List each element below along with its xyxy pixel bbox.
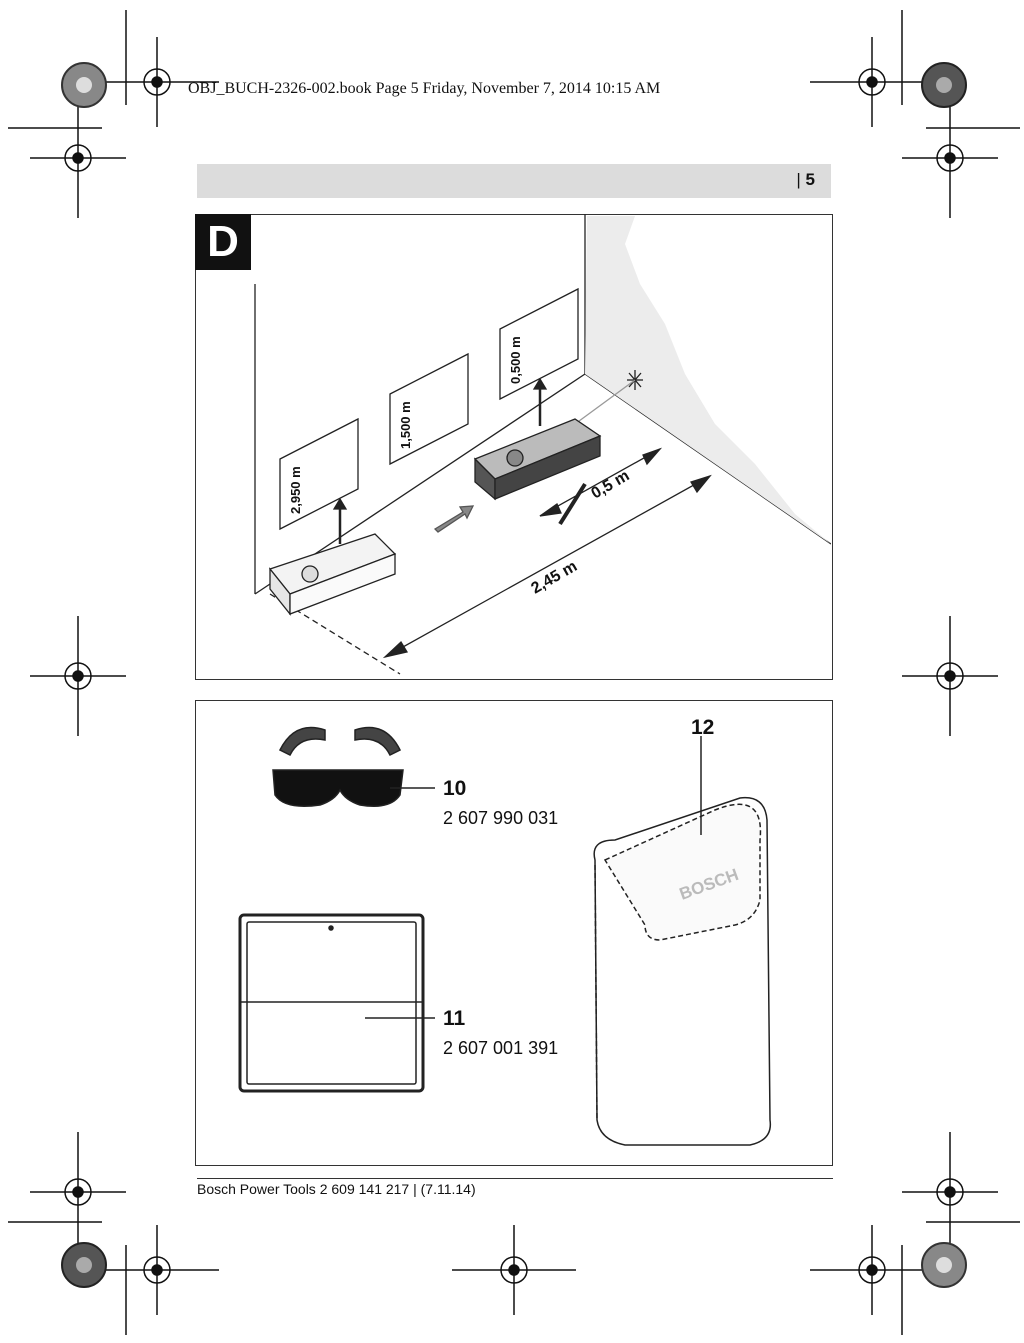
rangefinder-device-icon bbox=[473, 418, 602, 501]
protective-pouch-icon bbox=[593, 736, 772, 1146]
page-number: 5 bbox=[796, 170, 815, 190]
part-number-11: 2 607 001 391 bbox=[443, 1038, 559, 1058]
display-reading: 0,500 m bbox=[508, 336, 523, 384]
figure-d-badge: D bbox=[195, 214, 251, 270]
rangefinder-device-icon bbox=[268, 533, 397, 616]
display-panel-icon bbox=[389, 352, 469, 466]
part-number-10: 2 607 990 031 bbox=[443, 808, 559, 828]
display-reading: 1,500 m bbox=[398, 401, 413, 449]
callout-10: 10 bbox=[443, 777, 467, 800]
dimension-long-label: 2,45 m bbox=[529, 558, 581, 598]
accessories-illustration: BOSCH bbox=[238, 726, 772, 1146]
page-header-band: 5 bbox=[197, 164, 831, 198]
page-footer: Bosch Power Tools 2 609 141 217 | (7.11.… bbox=[197, 1181, 476, 1197]
callout-11: 11 bbox=[443, 1007, 466, 1030]
callout-12: 12 bbox=[691, 716, 715, 739]
display-panel-icon bbox=[499, 287, 579, 401]
laser-glasses-icon bbox=[272, 726, 435, 807]
footer-rule bbox=[197, 1178, 833, 1179]
display-reading: 2,950 m bbox=[288, 466, 303, 514]
figure-d-illustration: 2,950 m 1,500 m 0,500 m 2,45 m 0,5 m bbox=[254, 214, 831, 675]
print-header: OBJ_BUCH-2326-002.book Page 5 Friday, No… bbox=[188, 80, 661, 97]
dimension-short-label: 0,5 m bbox=[589, 467, 633, 502]
display-panel-icon bbox=[279, 417, 359, 531]
laser-target-plate-icon bbox=[238, 913, 435, 1093]
